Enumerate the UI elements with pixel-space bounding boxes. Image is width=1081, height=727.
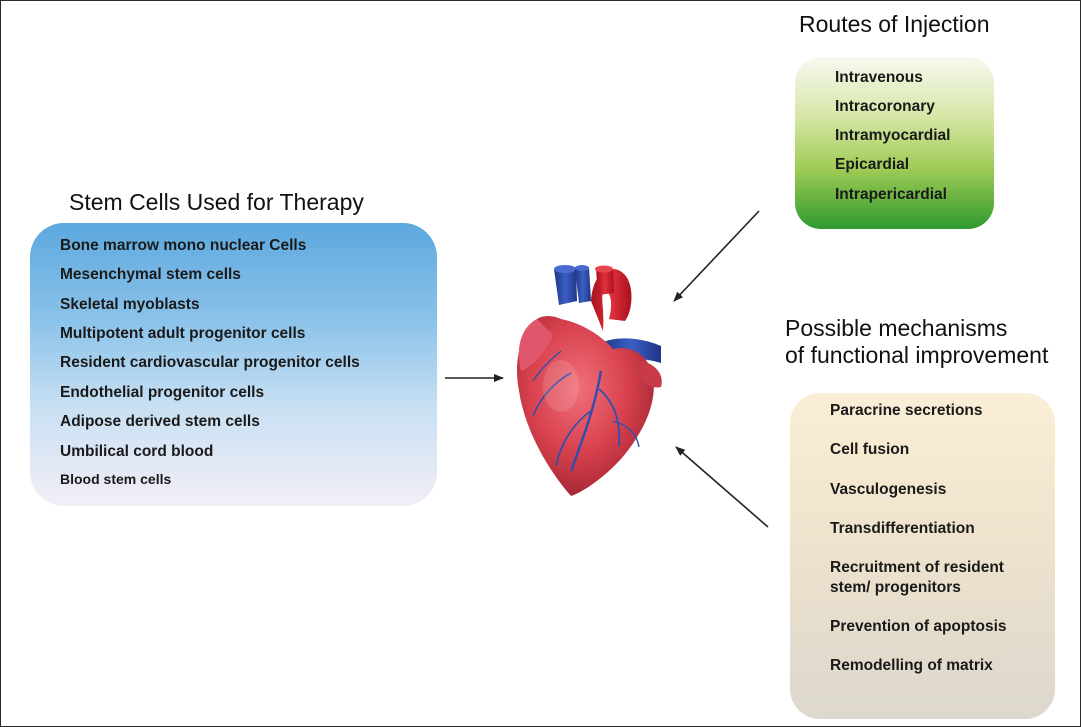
mechanisms-box: Paracrine secretions Cell fusion Vasculo…: [790, 393, 1055, 719]
stem-cells-title: Stem Cells Used for Therapy: [69, 189, 364, 215]
anatomical-heart-icon: [517, 265, 662, 496]
stem-cell-item: Blood stem cells: [60, 471, 172, 487]
mechanism-item: Prevention of apoptosis: [830, 618, 1007, 635]
mechanisms-title-line-2: of functional improvement: [785, 342, 1049, 368]
route-item: Epicardial: [835, 156, 910, 173]
mechanism-item: Remodelling of matrix: [830, 657, 993, 674]
stem-cell-item: Skeletal myoblasts: [60, 296, 200, 313]
mechanism-item: Vasculogenesis: [830, 481, 947, 498]
arrow-routes-to-heart: [673, 210, 760, 302]
mechanism-item: Recruitment of resident: [830, 559, 1004, 576]
mechanism-item: Paracrine secretions: [830, 402, 983, 419]
mechanism-item: stem/ progenitors: [830, 579, 961, 596]
stem-cell-item: Multipotent adult progenitor cells: [60, 325, 306, 342]
stem-cell-item: Endothelial progenitor cells: [60, 384, 265, 401]
mechanisms-title: Possible mechanisms of functional improv…: [785, 315, 1048, 369]
stem-cell-item: Umbilical cord blood: [60, 443, 214, 460]
route-item: Intrapericardial: [835, 186, 947, 203]
route-item: Intracoronary: [835, 98, 935, 115]
routes-box: Intravenous Intracoronary Intramyocardia…: [795, 57, 994, 229]
mechanism-item: Cell fusion: [830, 441, 910, 458]
stem-cells-box: Bone marrow mono nuclear Cells Mesenchym…: [30, 223, 437, 506]
route-item: Intravenous: [835, 69, 923, 86]
stem-cell-item: Mesenchymal stem cells: [60, 266, 241, 283]
route-item: Intramyocardial: [835, 127, 951, 144]
arrow-mechanisms-to-heart: [675, 446, 769, 528]
mechanism-item: Transdifferentiation: [830, 520, 975, 537]
stem-cell-item: Bone marrow mono nuclear Cells: [60, 237, 307, 254]
stem-cell-item: Resident cardiovascular progenitor cells: [60, 354, 360, 371]
routes-title: Routes of Injection: [799, 11, 990, 37]
mechanisms-title-line-1: Possible mechanisms: [785, 315, 1008, 341]
stem-cell-item: Adipose derived stem cells: [60, 413, 260, 430]
